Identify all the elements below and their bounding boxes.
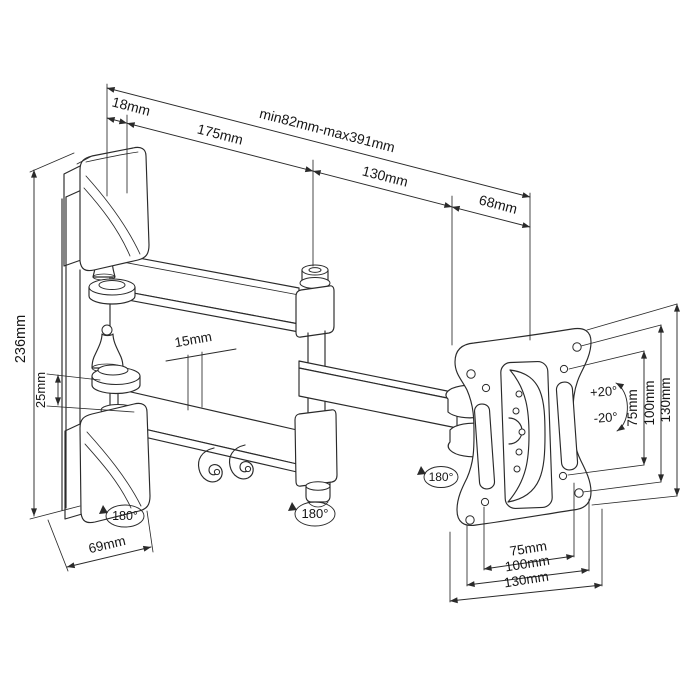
dim-line-68 — [451, 205, 531, 229]
bottom-cover-side-face — [64, 423, 83, 520]
dim-label-15mm: 15mm — [173, 329, 213, 350]
tilt-arc-arrow — [615, 382, 628, 432]
dim-label-25mm: 25mm — [33, 372, 48, 408]
top-cover-top-edge — [76, 155, 93, 165]
rotation-label-screen: 180° — [429, 470, 454, 484]
vesa-slot-left — [473, 403, 496, 490]
tilt-label-up: +20° — [590, 383, 618, 400]
vesa-adapter-hole-4 — [515, 448, 523, 456]
dim-label-236mm: 236mm — [13, 315, 29, 363]
dim-line-h130 — [449, 582, 603, 604]
cable-hook-right — [228, 444, 254, 480]
bottom-cover-front-face — [79, 402, 151, 524]
dimensions-vesa-vertical: 75mm 100mm 130mm — [567, 303, 680, 506]
wall-cover-bottom — [64, 402, 151, 524]
upper-hinge-inner — [98, 280, 126, 290]
rotation-callouts: 180° 180° 180° — [99, 466, 459, 528]
cable-hook-left-tip — [213, 468, 221, 476]
rotation-arrow-wall-icon — [99, 505, 108, 514]
vesa-hole-inner-bottom-left — [480, 497, 490, 507]
upper-arm-edge-line — [111, 259, 300, 296]
dim-label-v100mm: 100mm — [642, 380, 657, 425]
rotation-ellipse-screen — [423, 466, 459, 488]
top-cover-curve-inner — [83, 187, 131, 257]
dim-line-69 — [66, 545, 152, 569]
ext-lines-v75 — [567, 350, 645, 476]
vesa-adapter-crescent — [507, 369, 546, 503]
upper-arm — [111, 252, 300, 333]
dim-line-h75 — [483, 554, 575, 571]
wall-cover-top — [63, 146, 150, 272]
elbow-top-bolt-socket — [308, 267, 322, 273]
elbow-bottom-washer — [305, 481, 331, 491]
tilt-callout: +20° -20° — [590, 382, 628, 432]
rotation-ellipse-wall — [105, 504, 145, 528]
rotation-arrow-screen-icon — [417, 466, 426, 475]
dim-label-h75mm: 75mm — [509, 538, 548, 559]
vesa-adapter-hole-1 — [515, 390, 523, 398]
vesa-hole-bottom-right — [574, 488, 584, 498]
rotation-label-wall: 180° — [112, 509, 138, 523]
dim-label-18mm: 18mm — [110, 94, 152, 119]
dim-line-130 — [312, 170, 453, 208]
top-cover-curve-outer — [85, 175, 141, 255]
lower-hinge-cap — [97, 364, 129, 376]
dim-label-h100mm: 100mm — [504, 553, 551, 575]
elbow-joint — [294, 264, 338, 508]
vesa-adapter-hole-3 — [518, 428, 526, 436]
vesa-adapter-frame — [500, 360, 553, 509]
dimension-15mm: 15mm — [165, 329, 237, 411]
ext-line-236-bottom — [29, 505, 81, 520]
ext-line-25-bottom — [46, 405, 135, 413]
elbow-upper-block — [295, 285, 335, 338]
vesa-hole-top-right — [572, 342, 582, 352]
wall-plate-front — [88, 257, 141, 395]
vesa-hole-inner-bottom-right — [558, 471, 568, 481]
cable-hook-right-tip — [244, 465, 252, 473]
vesa-plate — [454, 327, 592, 526]
rotation-arrow-elbow-icon — [288, 502, 297, 511]
bottom-cover-curve-outer — [86, 431, 142, 507]
dimensions-vesa-horizontal: 75mm 100mm 130mm — [449, 482, 603, 604]
ext-lines-v100 — [580, 324, 662, 493]
ext-line-69-left — [47, 519, 69, 572]
cable-hook-left — [197, 447, 223, 483]
vesa-hole-top-left — [466, 369, 476, 379]
elbow-lower-block — [294, 409, 338, 487]
dim-line-175 — [126, 122, 314, 173]
vesa-adapter-hole-5 — [513, 465, 521, 473]
dim-label-175mm: 175mm — [196, 121, 245, 148]
ext-lines-15 — [187, 351, 203, 411]
tilt-label-down: -20° — [593, 409, 618, 426]
dim-label-extension-range: min82mm-max391mm — [258, 105, 397, 155]
bottom-cover-curve-inner — [84, 443, 132, 509]
cable-hooks — [197, 444, 254, 483]
dim-line-18 — [106, 117, 128, 125]
vesa-hole-bottom-left — [465, 515, 475, 525]
dim-label-v130mm: 130mm — [658, 377, 673, 422]
vesa-adapter-hole-2 — [512, 407, 520, 415]
rotation-ellipse-elbow — [294, 501, 336, 527]
keyhole-bell — [91, 333, 124, 369]
keyhole-neck — [101, 324, 113, 336]
vesa-slot-right — [555, 381, 579, 471]
dim-label-69mm: 69mm — [87, 533, 127, 556]
elbow-bottom-bolt-tip — [307, 501, 329, 508]
dim-line-h100 — [466, 567, 590, 588]
vesa-hole-inner-top-right — [559, 364, 569, 374]
rotation-label-elbow: 180° — [302, 506, 329, 521]
ext-line-69-right — [146, 510, 154, 553]
dim-line-extension-range — [106, 86, 531, 199]
ext-lines-v130 — [586, 303, 678, 506]
dim-line-15 — [165, 348, 237, 362]
dim-label-v75mm: 75mm — [625, 389, 640, 427]
ext-line-236-top — [29, 152, 75, 173]
dim-label-68mm: 68mm — [477, 192, 519, 217]
dim-label-h130mm: 130mm — [503, 569, 550, 591]
vesa-hole-inner-top-left — [481, 383, 491, 393]
top-cover-side-face — [63, 165, 82, 267]
